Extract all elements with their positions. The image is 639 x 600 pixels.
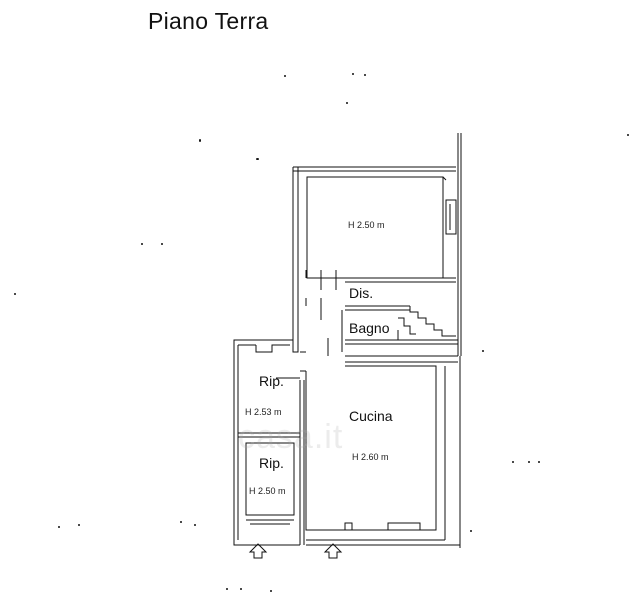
window-annex-top — [255, 344, 290, 353]
speck — [482, 350, 484, 352]
speck — [256, 158, 259, 160]
speck — [270, 590, 272, 592]
wall-upper-left — [292, 167, 299, 353]
room-top-corner — [442, 176, 447, 181]
speck — [78, 524, 80, 526]
window-right-top — [445, 199, 457, 235]
speck — [199, 139, 201, 142]
speck — [364, 74, 366, 76]
stairs — [409, 306, 456, 337]
room-rip-lower-label: Rip. — [259, 455, 284, 471]
speck — [284, 75, 286, 77]
speck — [240, 588, 242, 590]
speck — [141, 243, 143, 245]
speck — [512, 461, 514, 463]
speck — [528, 461, 530, 463]
room-cucina-label: Cucina — [349, 408, 393, 424]
speck — [352, 73, 354, 75]
room-top-height: H 2.50 m — [348, 220, 385, 230]
wall-annex-outer — [233, 339, 300, 546]
speck — [58, 526, 60, 528]
room-rip-lower-outline — [245, 442, 295, 516]
speck — [194, 524, 196, 526]
speck — [346, 102, 348, 104]
window-cucina-bottom-1 — [344, 522, 353, 530]
speck — [627, 134, 629, 136]
room-cucina-outline — [305, 365, 437, 531]
speck — [14, 293, 16, 295]
speck — [180, 521, 182, 523]
plan-title: Piano Terra — [148, 8, 269, 34]
stairs-lower — [398, 317, 416, 335]
watermark: casa.it — [238, 418, 344, 456]
speck — [470, 530, 472, 532]
speck — [538, 461, 540, 463]
speck — [226, 588, 228, 590]
room-bagno-label: Bagno — [349, 320, 390, 336]
speck — [161, 243, 163, 245]
room-dis-label: Dis. — [349, 285, 374, 301]
entrance-arrow-icon — [323, 543, 343, 559]
room-rip-upper-height: H 2.53 m — [245, 407, 282, 417]
entrance-arrow-icon — [248, 543, 268, 559]
room-rip-upper-label: Rip. — [259, 373, 284, 389]
room-rip-lower-height: H 2.50 m — [249, 486, 286, 496]
room-cucina-height: H 2.60 m — [352, 452, 389, 462]
window-cucina-bottom-2 — [387, 522, 421, 530]
